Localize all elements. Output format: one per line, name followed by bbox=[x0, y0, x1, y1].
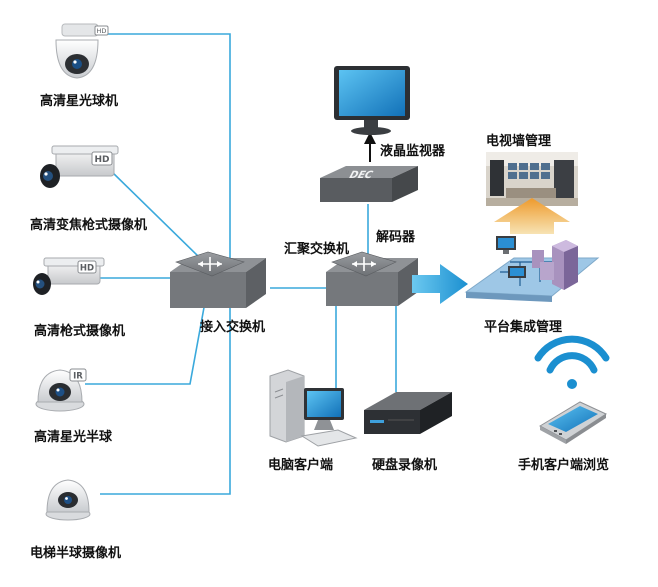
platform-pc-icon-2 bbox=[508, 266, 526, 278]
platform-pc-icon bbox=[496, 236, 516, 254]
platform-management-icon bbox=[464, 236, 600, 302]
label-dvr: 硬盘录像机 bbox=[372, 458, 438, 473]
bullet-camera-icon: HD bbox=[33, 257, 105, 295]
label-access-switch: 接入交换机 bbox=[200, 320, 266, 335]
label-starlight-dome-camera: 高清星光球机 bbox=[40, 94, 119, 109]
label-mobile-client: 手机客户端浏览 bbox=[518, 458, 610, 473]
label-bullet-camera: 高清枪式摄像机 bbox=[34, 324, 126, 339]
link-cam2-access bbox=[109, 169, 201, 259]
to-platform-arrow bbox=[412, 264, 468, 304]
wifi-icon bbox=[534, 335, 610, 389]
svg-text:IR: IR bbox=[73, 372, 83, 382]
platform-server-icon bbox=[532, 240, 578, 290]
label-pc-client: 电脑客户端 bbox=[268, 458, 334, 473]
svg-text:DEC: DEC bbox=[348, 169, 375, 181]
link-cam5-access bbox=[100, 306, 231, 495]
lcd-monitor-icon bbox=[334, 66, 410, 135]
starlight-half-dome-camera-icon: IR bbox=[35, 368, 87, 412]
varifocal-bullet-camera-icon: HD bbox=[40, 145, 119, 188]
video-wall-room-image bbox=[486, 152, 578, 206]
svg-text:HD: HD bbox=[97, 27, 107, 35]
label-elevator-half-dome-camera: 电梯半球摄像机 bbox=[30, 546, 122, 561]
upward-orange-arrow bbox=[494, 198, 570, 234]
label-starlight-half-dome: 高清星光半球 bbox=[34, 430, 113, 445]
elevator-half-dome-camera-icon bbox=[45, 479, 91, 521]
label-varifocal-bullet-camera: 高清变焦枪式摄像机 bbox=[30, 218, 148, 233]
dvr-icon bbox=[364, 392, 452, 434]
mobile-phone-icon bbox=[538, 401, 608, 444]
label-video-wall-management: 电视墙管理 bbox=[486, 134, 552, 149]
svg-text:HD: HD bbox=[80, 264, 94, 274]
starlight-dome-camera-icon: HD bbox=[55, 23, 109, 79]
link-cam1-access bbox=[100, 33, 231, 272]
label-decoder: 解码器 bbox=[376, 230, 416, 245]
link-cam4-access bbox=[85, 301, 206, 385]
label-aggregation-switch: 汇聚交换机 bbox=[284, 242, 350, 257]
access-switch-icon bbox=[170, 251, 266, 308]
connection-lines bbox=[85, 33, 397, 495]
label-lcd-monitor: 液晶监视器 bbox=[380, 144, 446, 159]
aggregation-switch-icon bbox=[326, 251, 418, 306]
decoder-icon: DEC bbox=[320, 166, 418, 202]
pc-client-icon bbox=[269, 369, 358, 447]
label-platform-management: 平台集成管理 bbox=[484, 320, 563, 335]
svg-text:HD: HD bbox=[94, 155, 109, 165]
decoder-to-monitor-arrow bbox=[364, 132, 376, 162]
